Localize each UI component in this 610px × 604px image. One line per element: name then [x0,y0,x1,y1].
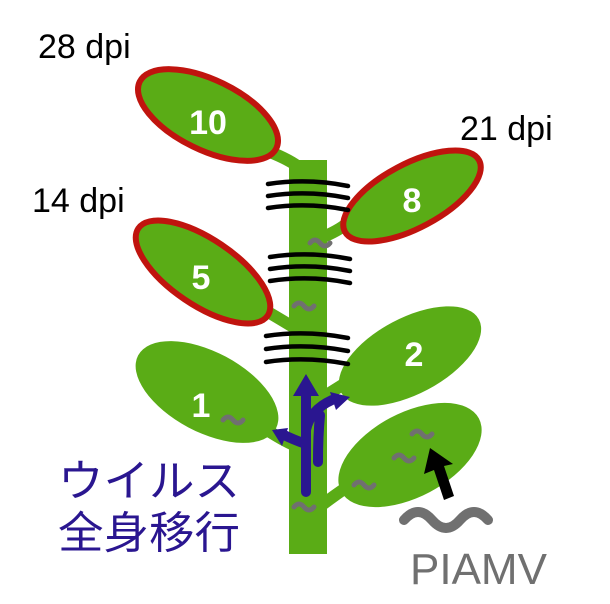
leaf-number-5: 5 [192,259,211,297]
virus-particles [220,237,435,513]
leaf-2 [338,306,482,406]
virus-squiggle-icon [351,479,377,491]
break-mark-icon [265,179,351,213]
leaf-number-8: 8 [403,182,422,220]
leaf-number-10: 10 [189,104,227,142]
movement-arrow-icon [277,387,337,497]
leaf-number-2: 2 [405,336,424,374]
break-mark-icon [267,252,353,286]
movement-label-line2: 全身移行 [58,509,240,558]
break-mark-icon [263,331,351,367]
inoculated-leaf [338,402,482,508]
movement-arrowheads [272,374,350,446]
leaf-5 [132,217,274,327]
leaf-10 [134,66,282,164]
leaf-1 [135,341,279,443]
virus-squiggle-icon [409,428,435,440]
dpi-label-28: 28 dpi [38,28,131,66]
virus-label: PIAMV [410,545,548,594]
virus-squiggle-icon [291,501,317,513]
dpi-label-14: 14 dpi [32,182,125,220]
virus-squiggle-icon [399,507,493,533]
dpi-label-21: 21 dpi [460,110,553,148]
virus-squiggle-icon [391,452,417,464]
leaf-number-1: 1 [192,387,211,425]
movement-label-line1: ウイルス [58,457,240,506]
virus-squiggle-icon [307,237,333,249]
virus-squiggle-icon [220,414,246,426]
inoculation-arrow-icon [424,448,454,500]
break-marks [263,179,353,367]
virus-squiggle-icon [291,300,317,312]
leaf-8 [340,147,484,245]
